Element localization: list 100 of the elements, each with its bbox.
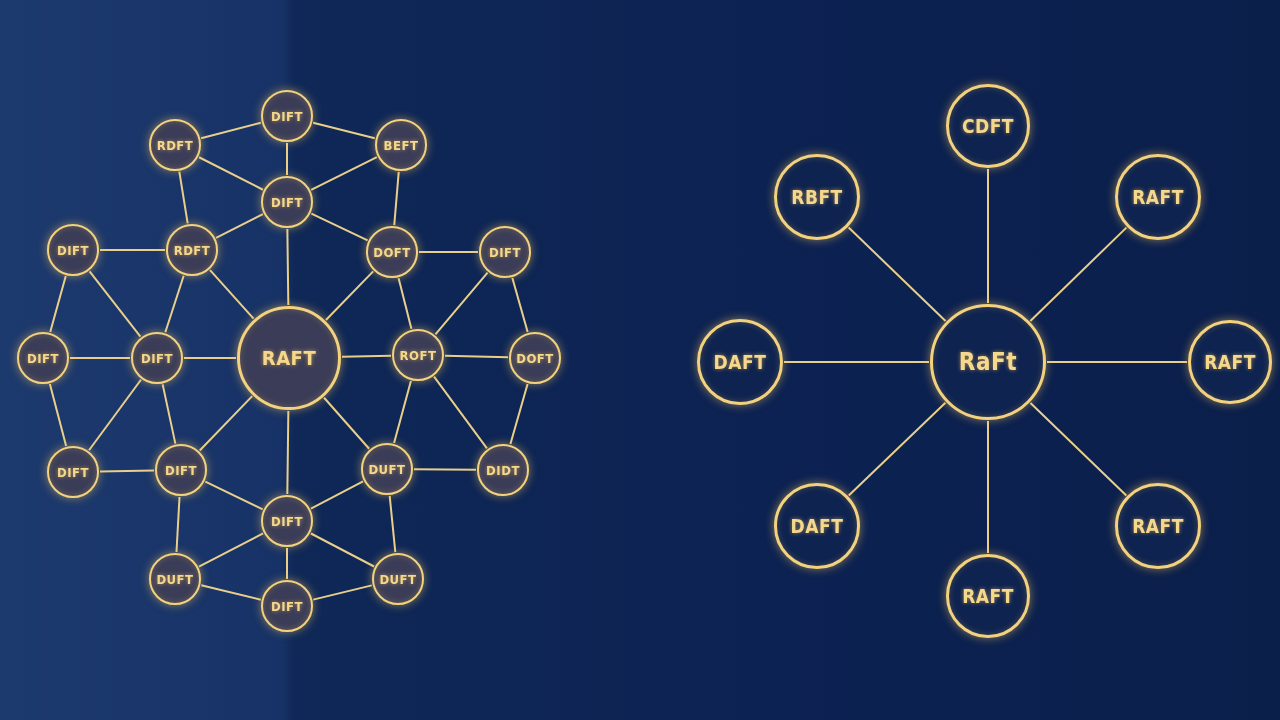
connector-line: [388, 494, 397, 554]
connector-line: [444, 354, 509, 359]
connector-line: [48, 383, 68, 447]
connector-line: [215, 213, 264, 239]
connector-line: [198, 156, 264, 191]
connector-line: [49, 275, 67, 333]
node-label: RDFT: [156, 137, 194, 153]
node-label: RBFT: [791, 186, 843, 208]
connector-line: [434, 271, 489, 336]
network-node-circle: [946, 554, 1030, 638]
network-node-circle: [774, 154, 860, 240]
connector-line: [341, 354, 392, 358]
network-node-circle: [366, 226, 418, 278]
connector-line: [286, 547, 288, 580]
connector-line: [310, 212, 369, 242]
connector-line: [509, 382, 529, 446]
node-label: DAFT: [790, 515, 844, 537]
network-node-circle: [697, 319, 783, 405]
node-label: DUFT: [368, 461, 406, 477]
node-label: BEFT: [383, 137, 419, 153]
connector-line: [310, 156, 378, 191]
network-node-circle: [479, 226, 531, 278]
connector-line: [99, 469, 155, 473]
node-label: DIFT: [271, 513, 303, 529]
network-node-circle: [261, 90, 313, 142]
node-label: RDFT: [173, 242, 211, 258]
node-label: DIFT: [141, 350, 173, 366]
node-label: DIDT: [486, 462, 520, 478]
node-label: DUFT: [379, 571, 417, 587]
network-node-circle: [261, 580, 313, 632]
node-label: RaFt: [958, 348, 1018, 376]
node-label: DIFT: [57, 464, 89, 480]
node-label: DIFT: [271, 598, 303, 614]
node-label: DOFT: [373, 244, 411, 260]
connector-line: [312, 584, 373, 601]
connector-line: [164, 274, 185, 334]
connector-line: [312, 121, 376, 140]
node-label: RAFT: [1132, 515, 1184, 537]
network-node-circle: [477, 444, 529, 496]
network-node-circle: [17, 332, 69, 384]
node-label: DIFT: [489, 244, 521, 260]
network-node-circle: [166, 224, 218, 276]
connector-line: [393, 380, 412, 444]
connector-line: [987, 168, 989, 304]
connector-line: [198, 395, 254, 452]
node-label: DIFT: [27, 350, 59, 366]
connector-line: [178, 170, 189, 225]
connector-line: [309, 532, 376, 568]
node-label: DUFT: [156, 571, 194, 587]
network-node-circle: [261, 495, 313, 547]
connector-line: [209, 269, 255, 320]
connector-line: [1029, 401, 1128, 497]
connector-line: [286, 142, 288, 176]
connector-line: [433, 375, 488, 450]
connector-line: [1029, 226, 1128, 322]
network-node-circle: [930, 304, 1046, 420]
connector-line: [88, 378, 142, 452]
network-node-circle: [149, 119, 201, 171]
node-label: DAFT: [713, 351, 767, 373]
network-node-circle: [946, 84, 1030, 168]
network-node-circle: [155, 444, 207, 496]
connector-line: [1046, 361, 1188, 363]
node-label: RAFT: [1204, 351, 1256, 373]
connector-line: [783, 361, 930, 363]
connector-line: [324, 270, 375, 321]
network-node-circle: [131, 332, 183, 384]
network-node-circle: [237, 306, 341, 410]
connector-line: [69, 357, 131, 359]
connector-line: [847, 226, 947, 323]
connector-line: [99, 249, 166, 251]
node-label: DOFT: [516, 350, 554, 366]
connector-line: [393, 170, 400, 227]
node-label: RAFT: [261, 346, 317, 370]
network-node-circle: [1188, 320, 1272, 404]
connector-line: [286, 228, 290, 306]
connector-line: [161, 383, 177, 445]
connector-line: [175, 495, 181, 554]
node-label: RAFT: [1132, 186, 1184, 208]
connector-line: [511, 277, 529, 333]
node-label: DIFT: [271, 108, 303, 124]
connector-line: [200, 584, 262, 601]
connector-line: [200, 121, 262, 140]
connector-line: [418, 251, 479, 253]
network-node-circle: [47, 224, 99, 276]
connector-line: [987, 420, 989, 554]
connector-line: [204, 480, 264, 511]
network-node-circle: [361, 443, 413, 495]
network-node-circle: [509, 332, 561, 384]
connector-line: [286, 410, 290, 495]
network-node-circle: [375, 119, 427, 171]
network-node-circle: [261, 176, 313, 228]
connector-line: [413, 468, 477, 471]
network-node-circle: [774, 483, 860, 569]
node-label: CDFT: [961, 115, 1015, 137]
node-label: ROFT: [399, 347, 437, 363]
network-node-circle: [149, 553, 201, 605]
connector-line: [309, 480, 365, 510]
node-label: DIFT: [165, 462, 197, 478]
network-node-circle: [1115, 483, 1201, 569]
connector-line: [88, 270, 142, 338]
